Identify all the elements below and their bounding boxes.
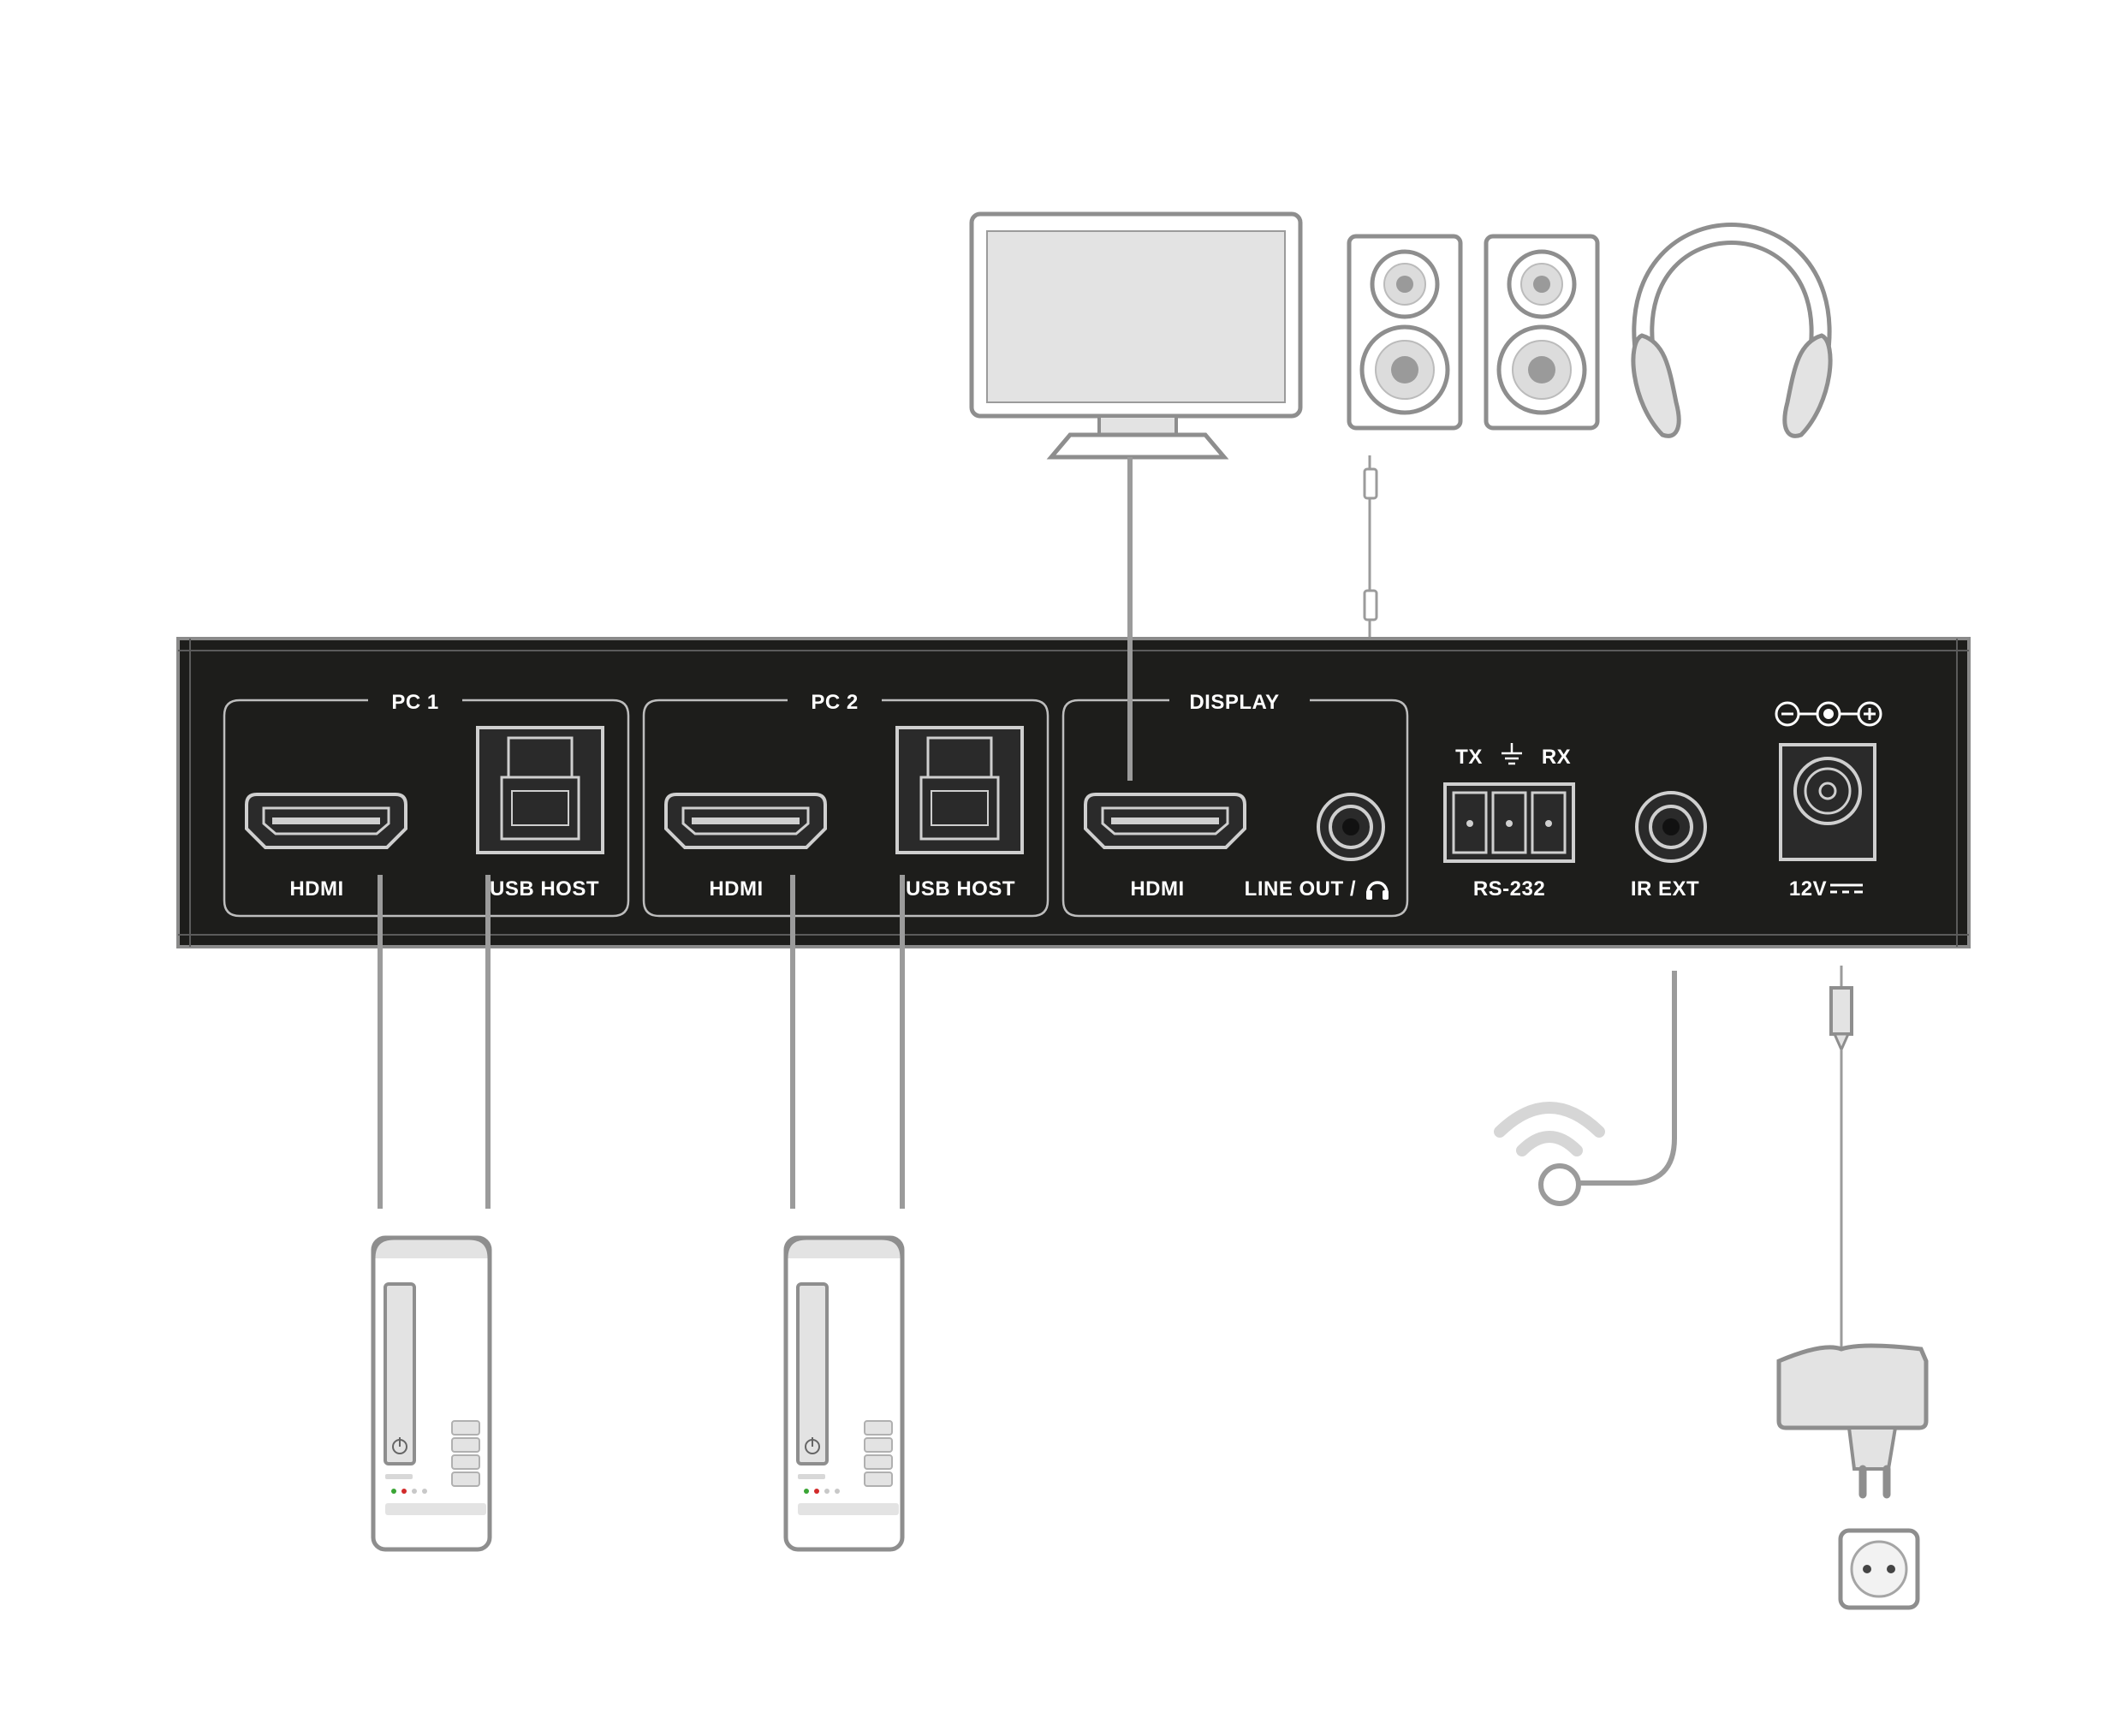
port-label-display-hdmi: HDMI	[1130, 877, 1184, 901]
power-adapter-icon	[1776, 966, 1929, 1499]
line-out-jack[interactable]	[1317, 793, 1385, 861]
port-label-pc2-usb: USB HOST	[906, 877, 1015, 901]
usb-host-port-pc2[interactable]	[895, 726, 1024, 854]
polarity-icon	[1775, 701, 1882, 727]
wall-outlet-icon	[1838, 1528, 1920, 1610]
hdmi-port-pc2[interactable]	[664, 793, 827, 849]
port-label-rs232: RS-232	[1473, 877, 1545, 901]
speaker-icon	[1347, 234, 1463, 431]
hdmi-port-pc1[interactable]	[245, 793, 407, 849]
port-label-pc1-hdmi: HDMI	[289, 877, 343, 901]
port-label-ir-ext: IR EXT	[1631, 877, 1699, 901]
port-label-pc1-usb: USB HOST	[490, 877, 599, 901]
rs232-terminal[interactable]	[1443, 782, 1575, 863]
speaker-icon	[1484, 234, 1600, 431]
kvm-back-panel	[176, 637, 1971, 948]
hdmi-port-display[interactable]	[1084, 793, 1246, 849]
group-title-pc2: PC 2	[811, 691, 858, 714]
port-label-power: 12V	[1789, 877, 1827, 901]
desktop-pc-icon	[371, 1235, 492, 1552]
group-display: DISPLAY	[1062, 691, 1409, 918]
rs232-tx-label: TX	[1455, 746, 1483, 769]
power-icon	[805, 1437, 820, 1454]
group-title-display: DISPLAY	[1189, 691, 1279, 714]
usb-host-port-pc1[interactable]	[476, 726, 604, 854]
audio-cable	[1363, 455, 1378, 637]
monitor-icon	[969, 211, 1303, 460]
port-label-pc2-hdmi: HDMI	[709, 877, 763, 901]
ground-icon	[1502, 743, 1522, 765]
dc-power-jack[interactable]	[1779, 743, 1876, 861]
group-pc1: PC 1	[223, 691, 630, 918]
rs232-rx-label: RX	[1542, 746, 1571, 769]
dc-symbol-icon	[1830, 883, 1863, 894]
ir-ext-jack[interactable]	[1635, 791, 1707, 863]
group-pc2: PC 2	[642, 691, 1050, 918]
headphones-icon	[1366, 881, 1389, 900]
ir-sensor-icon	[1494, 971, 1677, 1206]
headphones-icon	[1631, 223, 1833, 438]
port-label-line-out: LINE OUT /	[1245, 877, 1356, 901]
desktop-pc-icon	[783, 1235, 905, 1552]
power-icon	[392, 1437, 407, 1454]
group-title-pc1: PC 1	[391, 691, 438, 714]
